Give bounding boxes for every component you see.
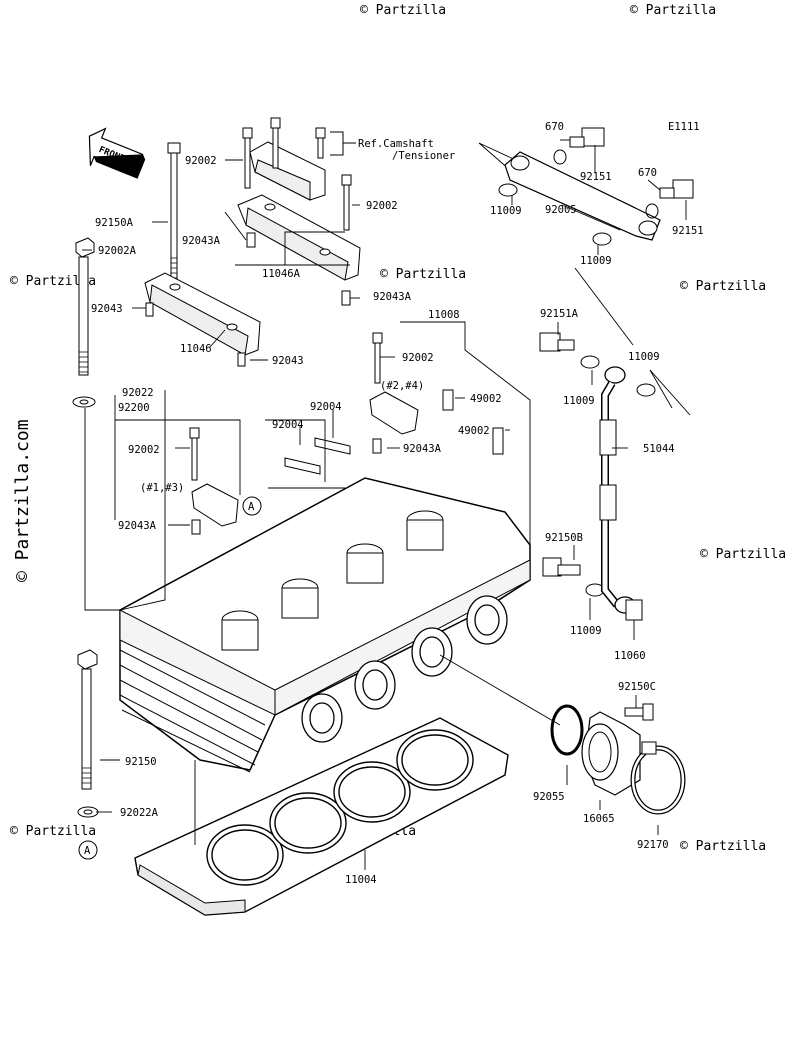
reference-note-line2: /Tensioner xyxy=(392,150,455,162)
watermark-tile: © Partzilla xyxy=(680,279,766,294)
label-92002-c: 92002 xyxy=(402,352,434,364)
watermark-tile: © Partzilla xyxy=(380,267,466,282)
banjo-bolt-92151A[interactable] xyxy=(539,332,575,352)
label-92151-a: 92151 xyxy=(580,171,612,183)
small-caps[interactable] xyxy=(191,391,419,527)
label-11009-c: 11009 xyxy=(628,351,660,363)
bolt-92150C[interactable] xyxy=(624,703,654,721)
label-92005: 92005 xyxy=(545,204,577,216)
label-92002-b: 92002 xyxy=(366,200,398,212)
label-49002-a: 49002 xyxy=(470,393,502,405)
ref-A-circle-lower xyxy=(78,840,98,860)
banjo-bolts-92151[interactable] xyxy=(569,127,694,199)
camshaft-cap-11046[interactable] xyxy=(144,272,261,356)
studs-92004[interactable] xyxy=(284,437,351,475)
plugs-49002[interactable] xyxy=(442,389,504,455)
bolt-92150[interactable] xyxy=(77,649,98,790)
callout-labels: 92150A 92002 92002 92002 92002 92043A 92… xyxy=(91,121,704,886)
clamp-92170[interactable] xyxy=(630,741,686,815)
label-92043A-b: 92043A xyxy=(373,291,412,303)
label-92004-b: 92004 xyxy=(272,419,304,431)
washer-92022[interactable] xyxy=(72,396,96,408)
label-92150B: 92150B xyxy=(545,532,583,544)
label-49002-b: 49002 xyxy=(458,425,490,437)
label-11046: 11046 xyxy=(180,343,212,355)
label-16065: 16065 xyxy=(583,813,615,825)
label-92043A-d: 92043A xyxy=(118,520,157,532)
label-92055: 92055 xyxy=(533,791,565,803)
watermark-tile: © Partzilla xyxy=(700,547,786,562)
label-92200: 92200 xyxy=(118,402,150,414)
label-92043A-a: 92043A xyxy=(182,235,221,247)
label-11009-d: 11009 xyxy=(563,395,595,407)
tensioner-bracket[interactable] xyxy=(249,141,326,201)
oil-hose-51044[interactable] xyxy=(599,366,636,614)
label-11009-b: 11009 xyxy=(580,255,612,267)
oil-pipe-92005[interactable] xyxy=(504,151,661,241)
cylinder-note-lower: (#1,#3) xyxy=(140,482,184,494)
cylinder-head-11008[interactable] xyxy=(119,477,531,773)
watermark-tile: © Partzilla xyxy=(360,3,446,18)
label-92170: 92170 xyxy=(637,839,669,851)
label-670-b: 670 xyxy=(638,167,657,179)
washer-92022A[interactable] xyxy=(77,806,99,818)
label-92002-a: 92002 xyxy=(185,155,217,167)
label-11060: 11060 xyxy=(614,650,646,662)
label-92043-a: 92043 xyxy=(91,303,123,315)
watermark-tile: © Partzilla xyxy=(10,824,96,839)
label-11009-e: 11009 xyxy=(570,625,602,637)
reference-note-line1: Ref.Camshaft xyxy=(358,138,434,150)
label-92151-b: 92151 xyxy=(672,225,704,237)
ref-A-label-lower: A xyxy=(84,845,91,857)
dowel-pins[interactable] xyxy=(145,232,382,535)
label-11004: 11004 xyxy=(345,874,377,886)
label-11046A: 11046A xyxy=(262,268,301,280)
diagram-code: E1111 xyxy=(668,121,700,133)
label-92004-a: 92004 xyxy=(310,401,342,413)
label-11009-a: 11009 xyxy=(490,205,522,217)
label-92002-d: 92002 xyxy=(128,444,160,456)
watermark-tile: © Partzilla xyxy=(10,274,96,289)
bolt-92002A[interactable] xyxy=(75,237,95,376)
watermark-tile: © Partzilla xyxy=(630,3,716,18)
o-ring-92055[interactable] xyxy=(550,704,584,756)
label-92002A: 92002A xyxy=(98,245,137,257)
label-11008: 11008 xyxy=(428,309,460,321)
camshaft-cap-11046A[interactable] xyxy=(237,194,361,281)
front-arrow: FRONT xyxy=(88,127,146,179)
bolts-92002-upper[interactable] xyxy=(189,117,383,481)
washers-11009[interactable] xyxy=(498,183,656,597)
label-92150: 92150 xyxy=(125,756,157,768)
intake-holder-16065[interactable] xyxy=(581,711,641,796)
label-92150A: 92150A xyxy=(95,217,134,229)
label-92150C: 92150C xyxy=(618,681,656,693)
label-670-a: 670 xyxy=(545,121,564,133)
ref-A-label-upper: A xyxy=(248,501,255,513)
bolt-92150A[interactable] xyxy=(167,142,181,286)
label-51044: 51044 xyxy=(643,443,675,455)
label-92151A: 92151A xyxy=(540,308,579,320)
head-gasket-11004[interactable] xyxy=(134,717,509,916)
cap-11060[interactable] xyxy=(625,599,643,621)
cylinder-note-upper: (#2,#4) xyxy=(380,380,424,392)
label-92022: 92022 xyxy=(122,387,154,399)
watermark-main: © Partzilla.com xyxy=(12,419,33,582)
o-rings-670[interactable] xyxy=(553,149,659,219)
label-92043-b: 92043 xyxy=(272,355,304,367)
watermark-tile: © Partzilla xyxy=(680,839,766,854)
leader-lines xyxy=(82,139,691,870)
reference-note: Ref.Camshaft /Tensioner xyxy=(330,131,521,171)
label-92043A-c: 92043A xyxy=(403,443,442,455)
label-92022A: 92022A xyxy=(120,807,159,819)
ref-A-circle-upper xyxy=(242,496,262,516)
banjo-bolt-92150B[interactable] xyxy=(542,557,581,577)
